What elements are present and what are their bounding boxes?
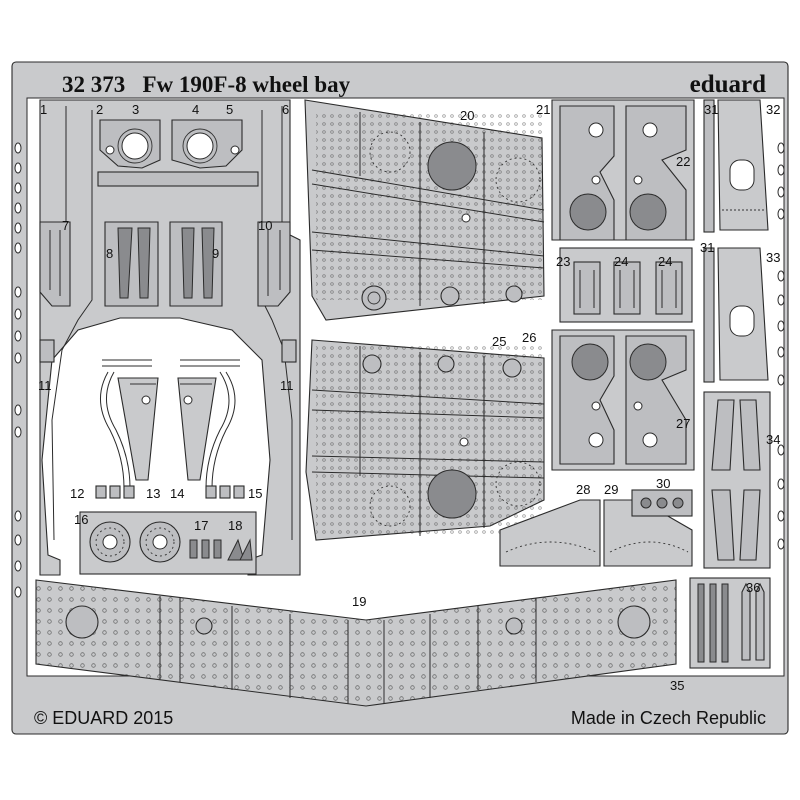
label-part-5: 5 <box>226 102 233 117</box>
label-part-33: 33 <box>766 250 780 265</box>
part-23-24-group <box>559 247 693 323</box>
part-26-27-doors <box>551 329 695 471</box>
left-parts-group <box>39 99 301 576</box>
copyright-text: © EDUARD 2015 <box>34 708 173 728</box>
part-11-left <box>39 339 55 363</box>
brand-logo-text: eduard <box>690 71 767 98</box>
label-part-31a: 31 <box>704 102 718 117</box>
part-18 <box>227 538 253 561</box>
label-part-13: 13 <box>146 486 160 501</box>
part-11-right <box>281 339 297 363</box>
label-part-10: 10 <box>258 218 272 233</box>
label-part-26: 26 <box>522 330 536 345</box>
label-part-25: 25 <box>492 334 506 349</box>
part-1-6-frame <box>39 99 301 576</box>
label-part-29: 29 <box>604 482 618 497</box>
part-15 <box>205 485 245 499</box>
label-part-6: 6 <box>282 102 289 117</box>
part-17 <box>189 539 222 559</box>
label-part-24b: 24 <box>658 254 672 269</box>
label-part-7: 7 <box>62 218 69 233</box>
label-part-3: 3 <box>132 102 139 117</box>
part-20-upper-panel <box>304 99 545 321</box>
part-12 <box>95 485 135 499</box>
part-labels: 1 2 3 4 5 6 7 8 9 10 11 11 12 13 14 15 1… <box>38 102 780 693</box>
label-part-19: 19 <box>352 594 366 609</box>
label-part-23: 23 <box>556 254 570 269</box>
label-part-11-left: 11 <box>38 378 52 393</box>
label-part-36: 36 <box>746 580 760 595</box>
part-35-36-strips <box>689 577 771 669</box>
part-19-spar <box>35 579 677 707</box>
label-part-27: 27 <box>676 416 690 431</box>
part-21-22-doors <box>551 99 695 241</box>
right-vent-column <box>777 142 785 550</box>
label-part-16: 16 <box>74 512 88 527</box>
part-28-29-30-group <box>499 489 693 567</box>
label-part-2: 2 <box>96 102 103 117</box>
fret-title: 32 373 Fw 190F-8 wheel bay <box>62 72 351 97</box>
label-part-18: 18 <box>228 518 242 533</box>
label-part-20: 20 <box>460 108 474 123</box>
label-part-1: 1 <box>40 102 47 117</box>
part-16 <box>89 521 181 563</box>
part-31-32-strut-cover <box>703 99 769 233</box>
part-31-33-strut-cover <box>703 247 769 383</box>
label-part-4: 4 <box>192 102 199 117</box>
label-part-34: 34 <box>766 432 780 447</box>
label-part-17: 17 <box>194 518 208 533</box>
part-34 <box>703 391 771 569</box>
label-part-11-right: 11 <box>280 378 294 393</box>
label-part-14: 14 <box>170 486 184 501</box>
label-part-8: 8 <box>106 246 113 261</box>
origin-text: Made in Czech Republic <box>571 708 766 728</box>
label-part-9: 9 <box>212 246 219 261</box>
label-part-22: 22 <box>676 154 690 169</box>
part-10 <box>257 221 291 307</box>
label-part-24a: 24 <box>614 254 628 269</box>
label-part-15: 15 <box>248 486 262 501</box>
part-7 <box>39 221 71 307</box>
part-25-lower-panel <box>305 339 545 541</box>
label-part-21: 21 <box>536 102 550 117</box>
label-part-35: 35 <box>670 678 684 693</box>
label-part-30: 30 <box>656 476 670 491</box>
label-part-12: 12 <box>70 486 84 501</box>
label-part-28: 28 <box>576 482 590 497</box>
left-vent-column <box>14 142 22 598</box>
label-part-31b: 31 <box>700 240 714 255</box>
label-part-32: 32 <box>766 102 780 117</box>
